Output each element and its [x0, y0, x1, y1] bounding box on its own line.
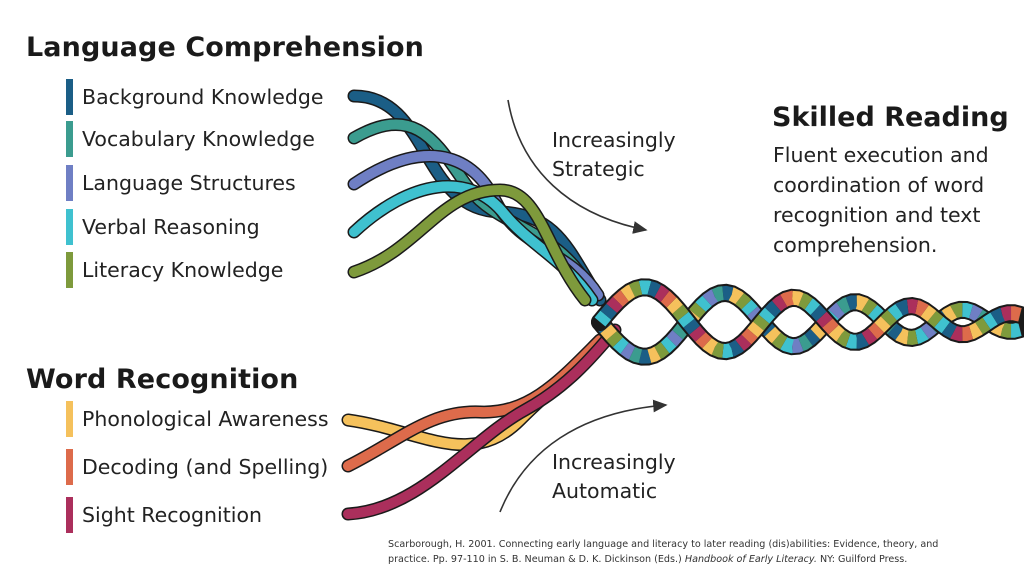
language-comprehension-heading: Language Comprehension [26, 32, 424, 63]
braid-cord-segment [594, 280, 1022, 359]
lc-item-literacy-knowledge: Literacy Knowledge [66, 252, 283, 288]
wr-item-label: Phonological Awareness [82, 407, 329, 431]
strand-literacy-knowledge [349, 184, 590, 305]
increasingly-automatic-label: Increasingly Automatic [552, 448, 676, 506]
citation-line-1: Scarborough, H. 2001. Connecting early l… [388, 539, 939, 550]
skilled-reading-line: coordination of word [773, 173, 985, 197]
braid-cord-segment [594, 285, 1022, 364]
strategic-arrow [507, 99, 648, 234]
lc-item-label: Language Structures [82, 171, 296, 195]
lc-color-bar [66, 165, 73, 201]
lc-item-label: Literacy Knowledge [82, 258, 284, 282]
lc-item-vocabulary-knowledge: Vocabulary Knowledge [66, 121, 315, 157]
citation-book-title: Handbook of Early Literacy. [684, 554, 817, 565]
lc-item-verbal-reasoning: Verbal Reasoning [66, 209, 260, 245]
rope-strands [341, 89, 1024, 521]
skilled-reading-line: Fluent execution and [773, 143, 989, 167]
lc-color-bar [66, 79, 73, 115]
lc-color-bar [66, 209, 73, 245]
skilled-reading-line: recognition and text [773, 203, 981, 227]
automatic-line-1: Increasingly [552, 450, 676, 474]
word-recognition-heading: Word Recognition [26, 364, 299, 395]
braid-cord-segment [594, 280, 1022, 359]
lc-color-bar [66, 121, 73, 157]
lc-item-language-structures: Language Structures [66, 165, 296, 201]
braid-cord-segment [594, 285, 1022, 364]
citation: Scarborough, H. 2001. Connecting early l… [388, 537, 988, 567]
braid-cord-segment [594, 280, 1022, 359]
lc-item-label: Vocabulary Knowledge [82, 127, 315, 151]
wr-color-bar [66, 497, 73, 533]
skilled-reading-heading: Skilled Reading [772, 102, 1009, 133]
skilled-reading-description: Fluent execution and coordination of wor… [773, 140, 1013, 260]
strategic-line-2: Strategic [552, 157, 645, 181]
braid-cord-segment [594, 285, 1022, 364]
wr-item-phonological-awareness: Phonological Awareness [66, 401, 329, 437]
wr-item-label: Sight Recognition [82, 503, 262, 527]
citation-line-2: practice. Pp. 97-110 in S. B. Neuman & D… [388, 552, 988, 567]
citation-line-2-pre: practice. Pp. 97-110 in S. B. Neuman & D… [388, 554, 685, 565]
wr-color-bar [66, 449, 73, 485]
strand-phonological-awareness [343, 330, 615, 450]
strand-sight-recognition [343, 325, 620, 519]
citation-line-2-post: NY: Guilford Press. [816, 554, 908, 565]
wr-color-bar [66, 401, 73, 437]
increasingly-strategic-label: Increasingly Strategic [552, 126, 676, 184]
strategic-line-1: Increasingly [552, 128, 676, 152]
automatic-arrow [499, 399, 668, 513]
lc-item-background-knowledge: Background Knowledge [66, 79, 324, 115]
lc-item-label: Verbal Reasoning [82, 215, 260, 239]
wr-item-sight-recognition: Sight Recognition [66, 497, 262, 533]
lc-item-label: Background Knowledge [82, 85, 324, 109]
wr-item-label: Decoding (and Spelling) [82, 455, 329, 479]
automatic-line-2: Automatic [552, 479, 658, 503]
wr-item-decoding: Decoding (and Spelling) [66, 449, 328, 485]
skilled-reading-line: comprehension. [773, 233, 938, 257]
lc-color-bar [66, 252, 73, 288]
